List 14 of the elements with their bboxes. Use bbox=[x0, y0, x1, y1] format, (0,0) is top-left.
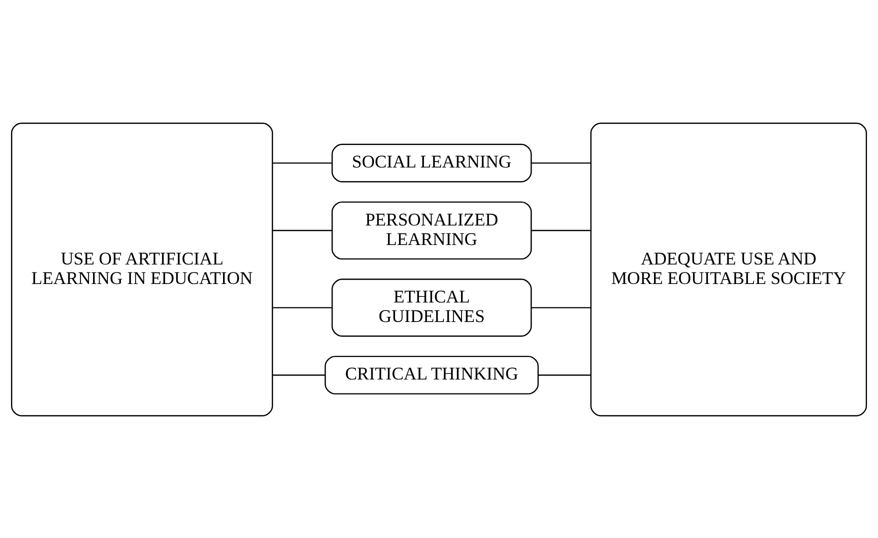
node-box: ETHICAL GUIDELINES bbox=[332, 278, 532, 336]
node-box: CRITICAL THINKING bbox=[324, 355, 539, 394]
node-box: USE OF ARTIFICIAL LEARNING IN EDUCATION bbox=[11, 122, 274, 416]
node-box: PERSONALIZED LEARNING bbox=[332, 200, 532, 260]
connector bbox=[272, 374, 326, 376]
connector bbox=[531, 162, 591, 164]
node-box: ADEQUATE USE AND MORE EOUITABLE SOCIETY bbox=[590, 122, 867, 416]
connector bbox=[272, 306, 332, 308]
connector bbox=[538, 374, 591, 376]
connector bbox=[272, 162, 332, 164]
connector bbox=[531, 306, 591, 308]
connector bbox=[531, 229, 591, 231]
connector bbox=[272, 229, 332, 231]
node-box: SOCIAL LEARNING bbox=[332, 143, 532, 182]
